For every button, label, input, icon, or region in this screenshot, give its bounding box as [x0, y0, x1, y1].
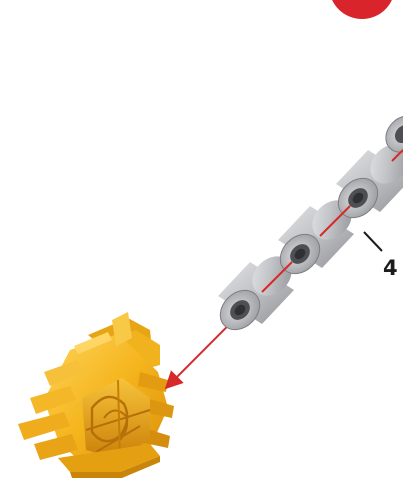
spacer-1: [218, 256, 294, 331]
spacer-4: [385, 115, 403, 153]
quantity-leader-line: [363, 231, 383, 252]
yellow-connector-base: [18, 312, 174, 478]
step-marker: [332, 0, 392, 19]
spacer-quantity-label: 4: [383, 256, 398, 280]
